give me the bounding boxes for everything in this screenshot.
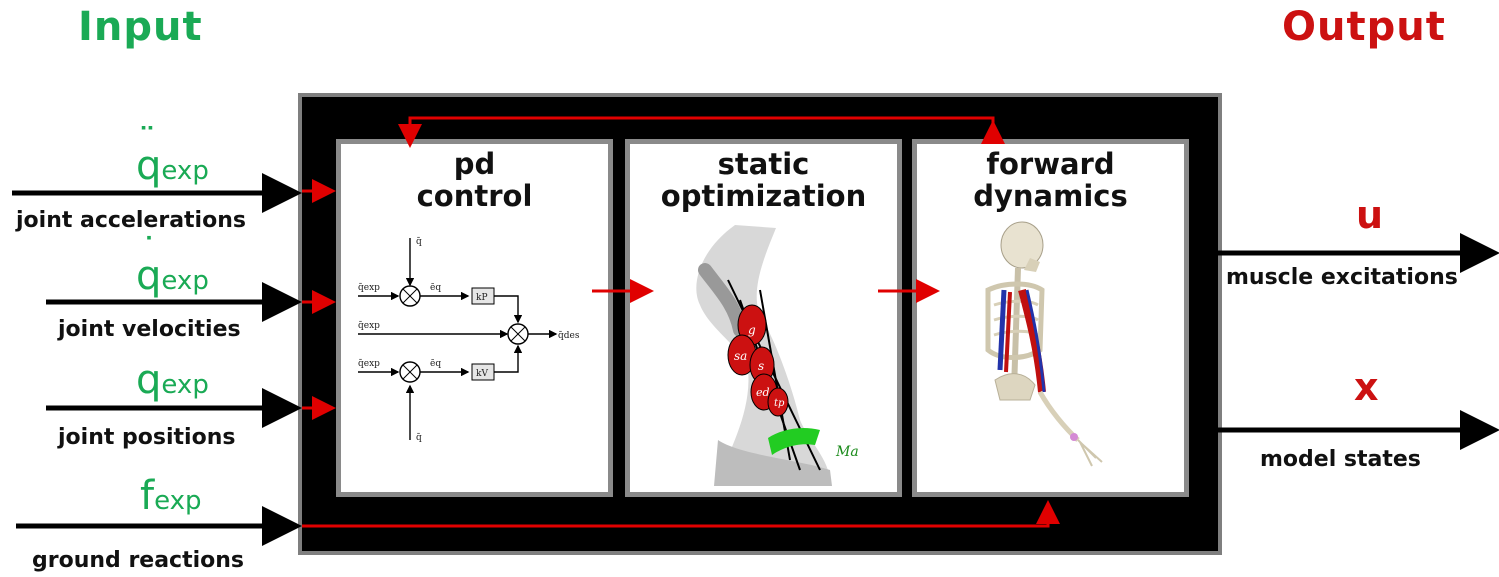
block-pd-title-line1: pd: [453, 147, 496, 181]
output-label-states: model states: [1260, 447, 1421, 472]
output-label-excitations: muscle excitations: [1226, 265, 1458, 290]
input-symbol-accel: ¨ q exp: [136, 121, 209, 189]
pd-label-kp: kP: [476, 293, 488, 303]
pd-label-qddexp: q̄exp: [358, 321, 380, 331]
muscle-ed: ed: [756, 386, 770, 399]
skeleton-illustration: [985, 221, 1103, 467]
input-symbol-pos: qexp: [136, 357, 209, 403]
output-header: Output: [1282, 4, 1446, 50]
output-symbol-x: x: [1354, 365, 1379, 409]
pd-label-eq: ēq: [430, 283, 441, 293]
block-pd-title-line2: control: [416, 179, 533, 214]
block-so-title-line1: static: [717, 147, 810, 181]
pd-label-kv: kV: [476, 369, 488, 379]
input-symbol-ground: fexp: [140, 473, 202, 519]
input-label-positions: joint positions: [58, 425, 236, 450]
pd-label-q: q̄: [416, 237, 422, 247]
pd-control-diagram: q̄ q̄exp ēq kP q̄exp q̄des q̄exp ēq kV q…: [358, 237, 580, 443]
pd-label-qdexp: q̄exp: [358, 359, 380, 369]
pd-label-qdes: q̄des: [558, 331, 580, 341]
output-symbol-u: u: [1356, 193, 1384, 237]
pd-label-qbottom: q̄: [416, 433, 422, 443]
muscle-s: s: [758, 359, 764, 373]
block-fd-title-line1: forward: [986, 147, 1115, 181]
input-label-velocities: joint velocities: [58, 317, 241, 342]
leg-illustration: g sa s ed tp Ma: [696, 225, 859, 486]
ground-reaction-route: [302, 500, 1060, 528]
muscle-tp: tp: [774, 398, 785, 409]
muscle-g: g: [748, 323, 756, 337]
pd-label-eqd: ēq: [430, 359, 441, 369]
input-label-ground: ground reactions: [32, 548, 245, 573]
block-forward-dynamics: forward dynamics: [912, 139, 1189, 497]
input-symbol-vel: ˙ q exp: [136, 231, 209, 299]
input-header: Input: [78, 4, 203, 50]
feedback-arrow: [398, 116, 995, 148]
block-so-title-line2: optimization: [660, 179, 867, 214]
moment-label: Ma: [835, 444, 859, 460]
input-label-accelerations: joint accelerations: [16, 208, 246, 233]
pd-label-qexp: q̄exp: [358, 283, 380, 293]
block-pd-control: pd control: [336, 139, 613, 497]
muscle-sa: sa: [734, 349, 747, 363]
block-fd-title-line2: dynamics: [973, 179, 1128, 214]
